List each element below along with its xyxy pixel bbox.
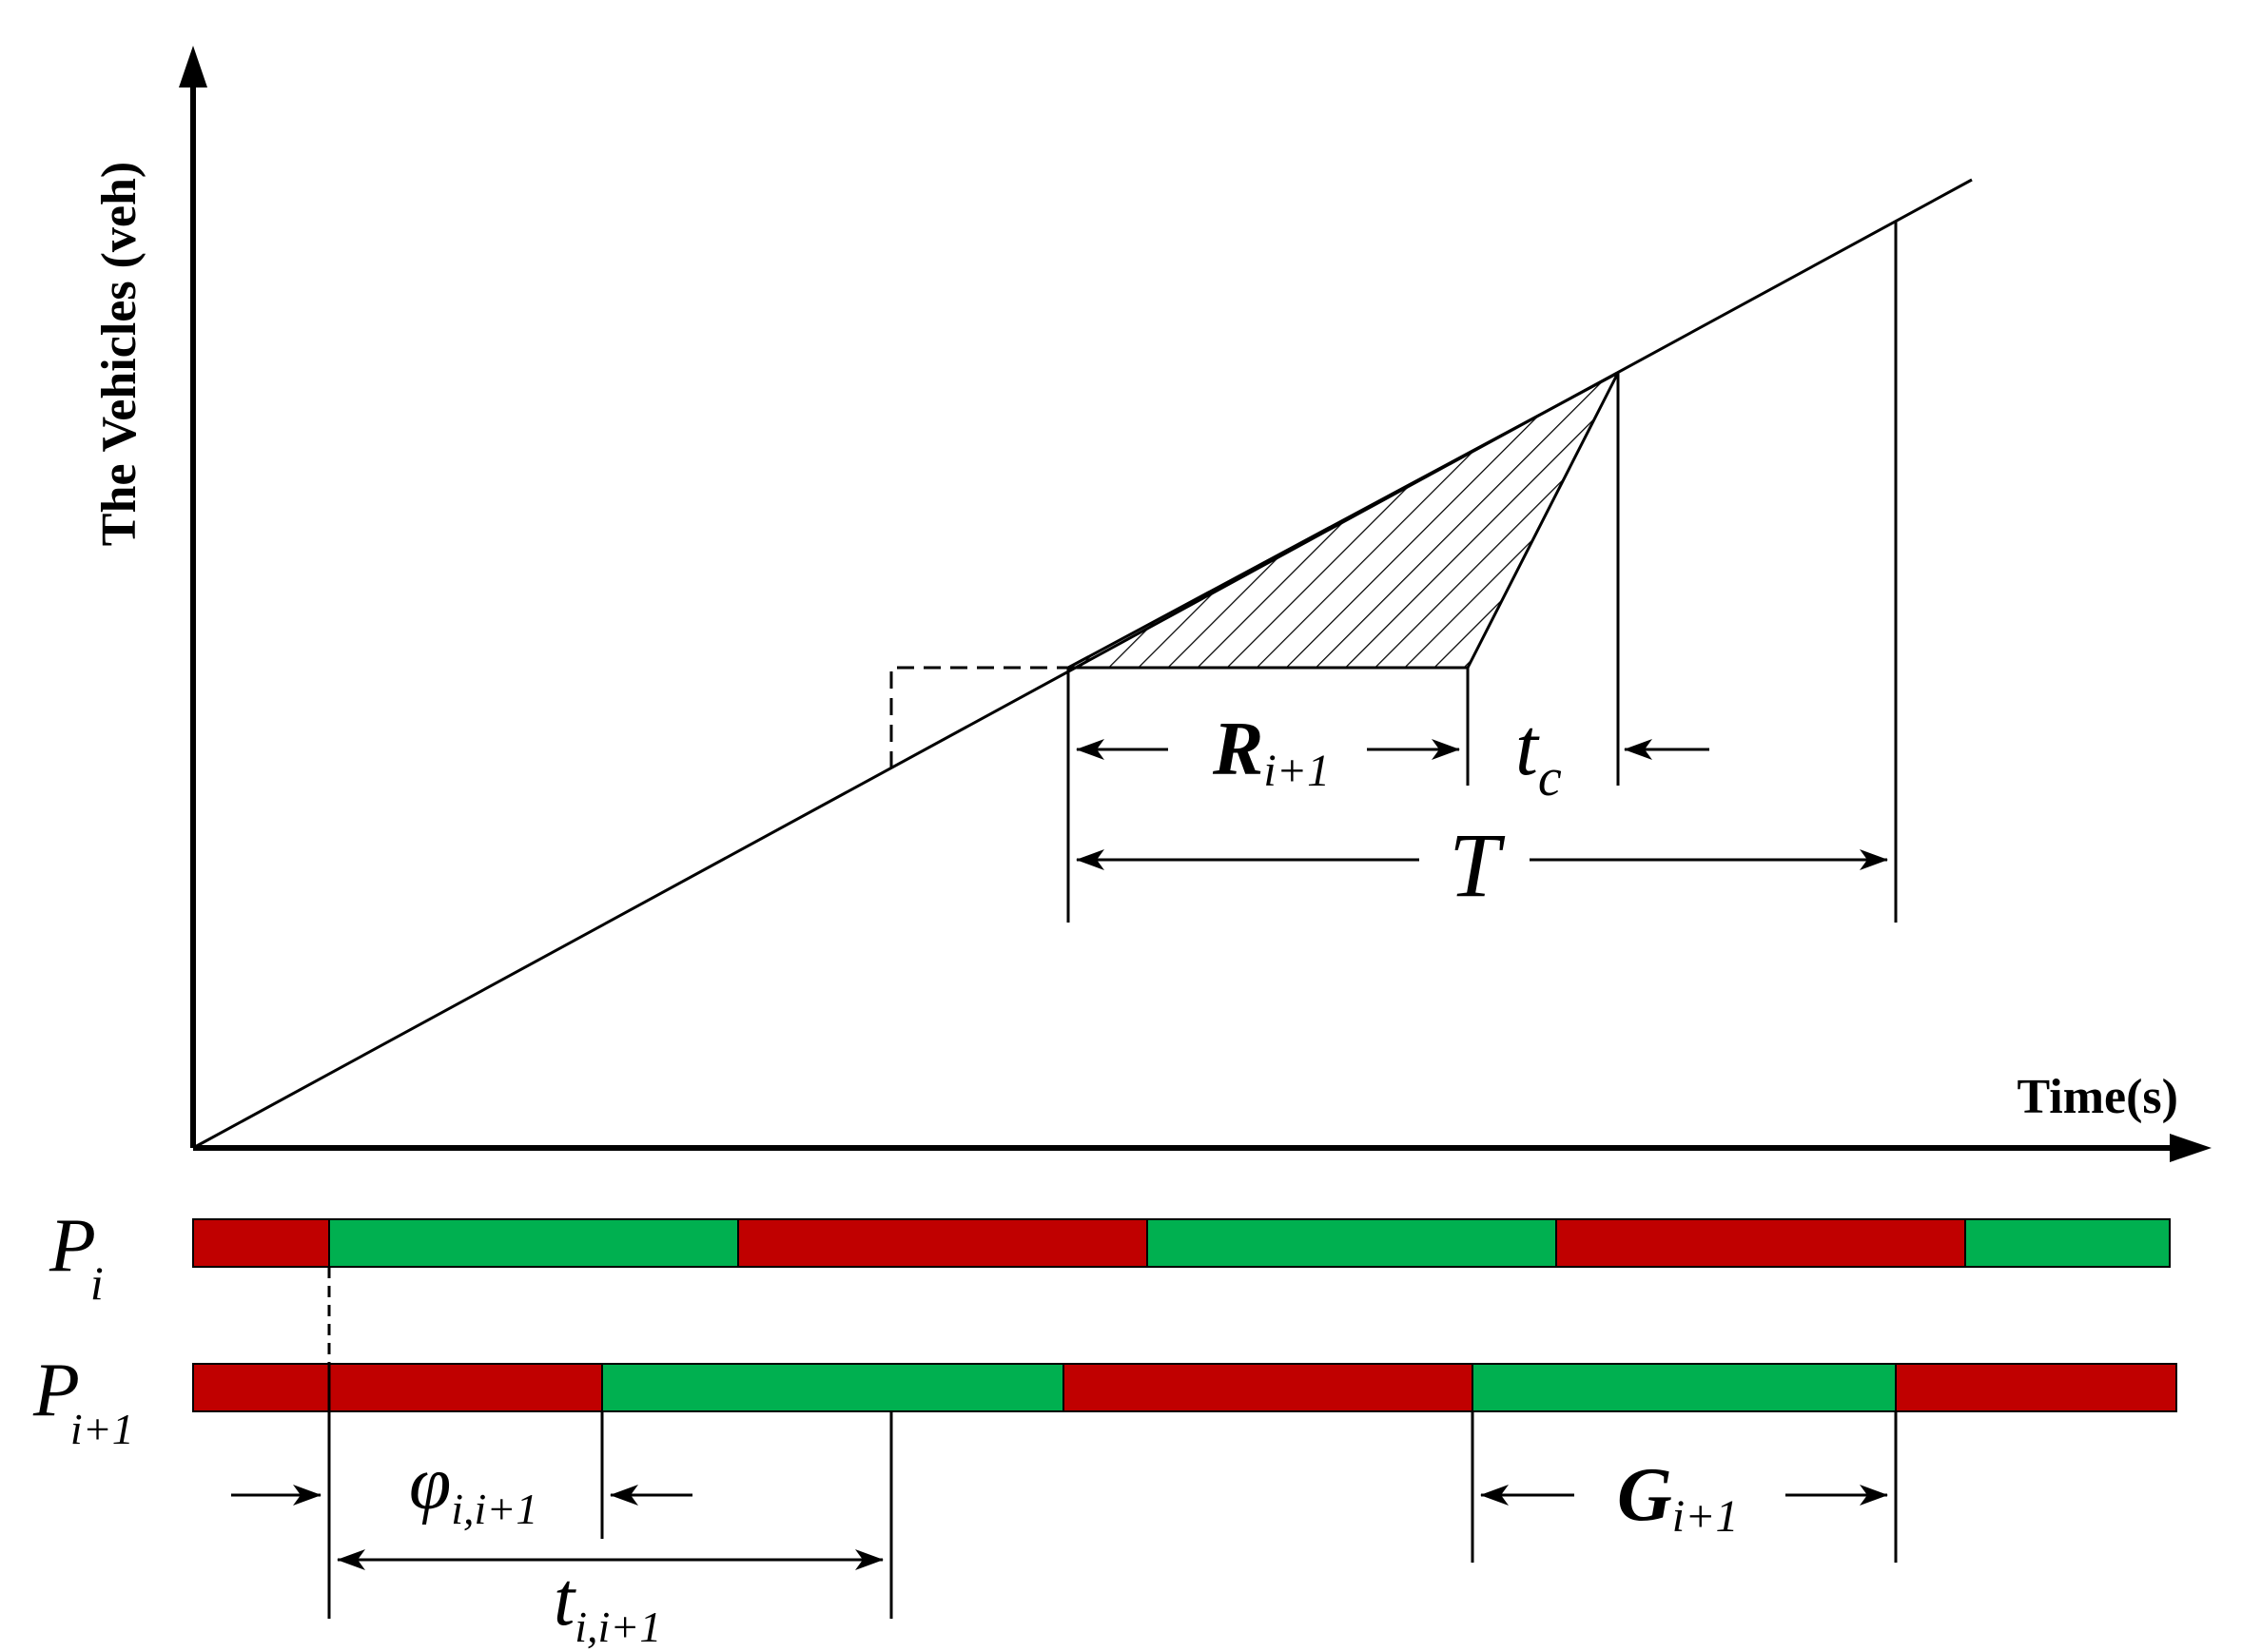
phase-red [737, 1218, 1148, 1268]
offset-dimension: φi,i+1 [231, 1442, 692, 1533]
phase-green [328, 1218, 739, 1268]
phase-red [192, 1363, 603, 1412]
phase-green [601, 1363, 1064, 1412]
travel-time-dimension: ti,i+1 [337, 1549, 884, 1651]
green-duration-dimension: Gi+1 [1480, 1453, 1888, 1542]
x-axis-title: Time(s) [2018, 1070, 2178, 1124]
label-R: Ri+1 [1212, 708, 1330, 796]
x-axis-arrow-icon [2170, 1134, 2212, 1162]
signal-bar-Pi: Pi [49, 1204, 2171, 1310]
phase-green [1146, 1218, 1557, 1268]
red-duration-dimension: Ri+1 [1076, 708, 1460, 796]
bottom-ticks [327, 1364, 1898, 1619]
label-phi: φi,i+1 [409, 1442, 537, 1533]
label-Pi1: Pi+1 [32, 1349, 134, 1453]
phase-red [192, 1218, 330, 1268]
arrival-curve [192, 178, 1973, 1150]
phase-red [1555, 1218, 1966, 1268]
cumulative-arrival-line [192, 178, 1973, 1150]
axes: The Vehicles (veh) Time(s) [92, 46, 2212, 1162]
phase-red [1063, 1363, 1473, 1412]
phase-green [1472, 1363, 1897, 1412]
label-Pi: Pi [49, 1204, 104, 1310]
phase-green [1964, 1218, 2171, 1268]
label-tii1: ti,i+1 [554, 1558, 661, 1651]
phase-red [1895, 1363, 2177, 1412]
cycle-dimension: T [1076, 814, 1888, 916]
clearance-time-dimension: tc [1515, 701, 1709, 807]
label-G: Gi+1 [1617, 1453, 1739, 1542]
label-tc: tc [1515, 701, 1562, 807]
y-axis-arrow-icon [179, 46, 207, 87]
label-T: T [1449, 814, 1506, 916]
signal-bar-Pi1: Pi+1 [32, 1349, 2177, 1453]
dashed-reference [889, 666, 1068, 768]
reference-lines [1066, 221, 1898, 923]
y-axis-title: The Vehicles (veh) [92, 162, 146, 546]
